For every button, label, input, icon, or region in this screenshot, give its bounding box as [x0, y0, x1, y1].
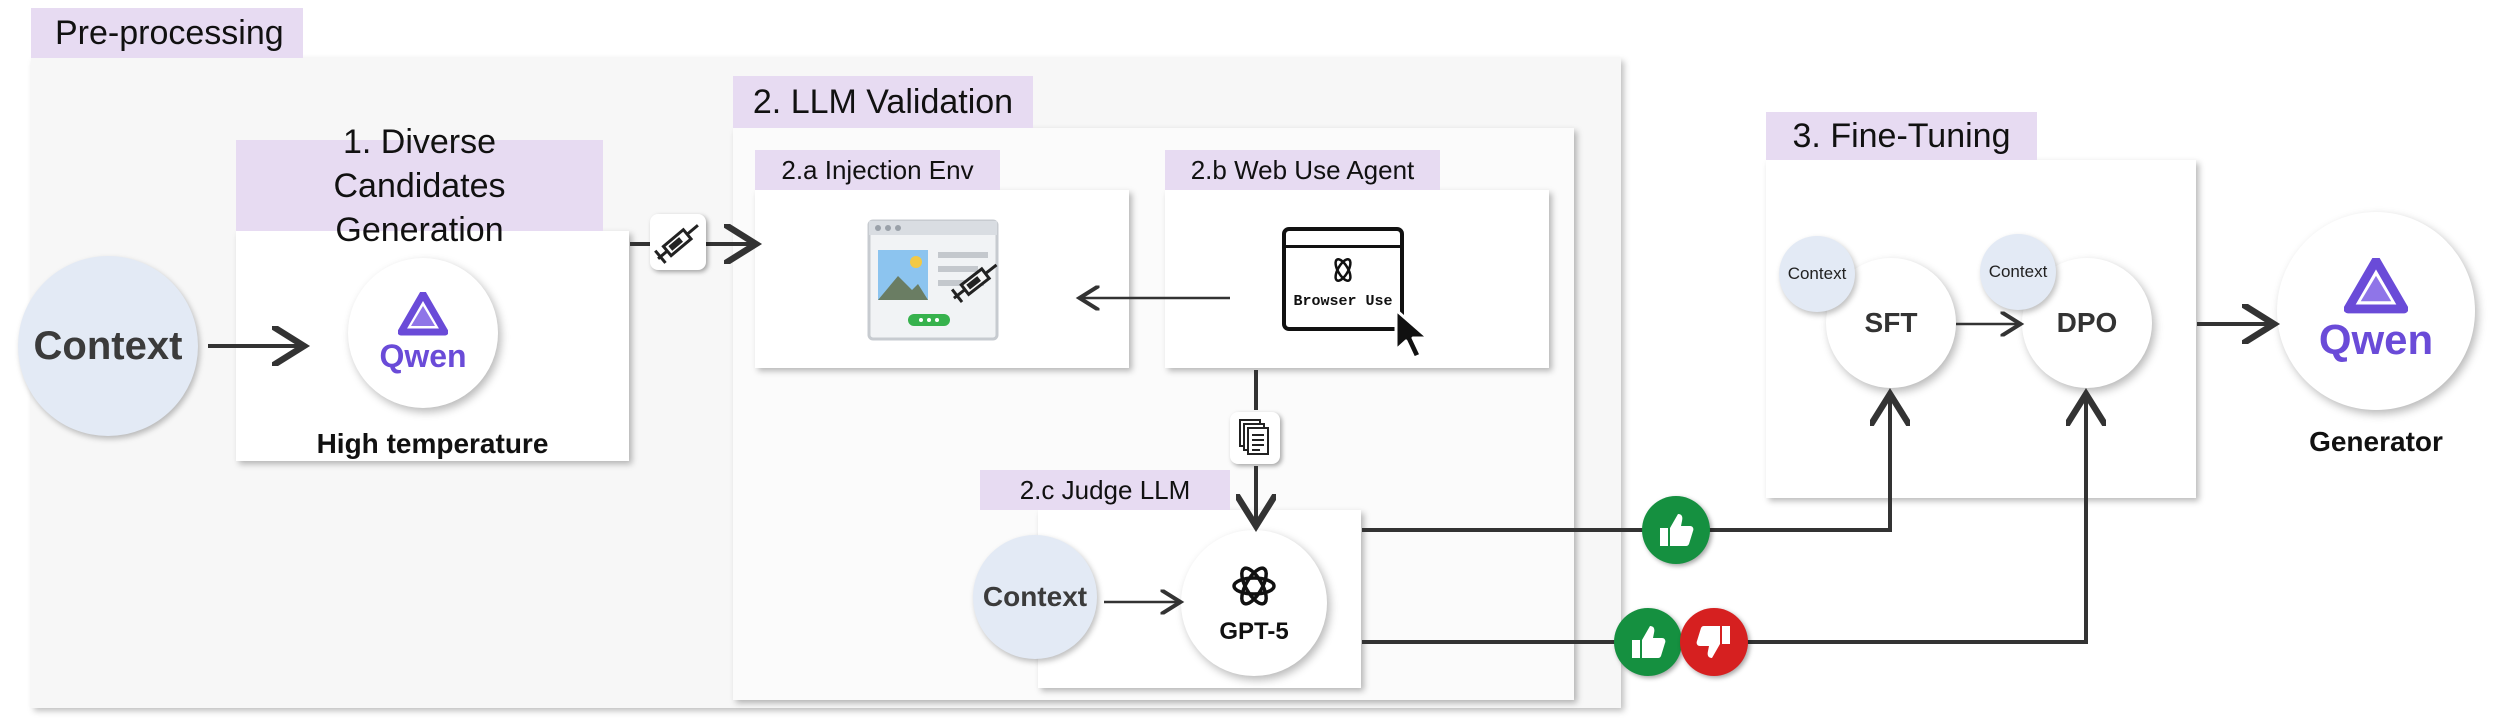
stage3-tag: 3. Fine-Tuning	[1766, 112, 2037, 160]
context-circle-judge: Context	[973, 535, 1097, 659]
arrow-judge-to-sft	[1362, 398, 1890, 532]
syringe-icon	[950, 263, 998, 304]
thumbs-down-icon	[1696, 626, 1730, 658]
browser-window-icon	[867, 219, 999, 341]
injection-env-title: 2.a Injection Env	[781, 154, 974, 185]
sft-label: SFT	[1864, 307, 1918, 338]
generator-circle: Qwen	[2277, 212, 2475, 410]
high-temperature-caption: High temperature	[316, 428, 549, 459]
web-agent-tag: 2.b Web Use Agent	[1165, 150, 1440, 190]
thumbs-up-badge-dpo	[1614, 608, 1682, 676]
gpt5-label: GPT-5	[1219, 618, 1289, 645]
documents-icon	[1239, 419, 1269, 455]
judge-tag: 2.c Judge LLM	[980, 470, 1230, 510]
browser-use-titlebar	[1286, 231, 1400, 248]
context-circle-main: Context	[18, 256, 198, 436]
documents-badge	[1230, 412, 1280, 464]
gpt5-circle: GPT-5	[1181, 530, 1327, 676]
judge-context-label: Context	[982, 581, 1088, 612]
syringe-icon	[654, 224, 699, 264]
dpo-label: DPO	[2056, 307, 2118, 338]
stage2-title: 2. LLM Validation	[752, 82, 1014, 121]
stage1-tag: 1. Diverse Candidates Generation	[236, 123, 603, 249]
preprocessing-tag: Pre-processing	[31, 8, 303, 58]
thumbs-down-badge-dpo	[1680, 608, 1748, 676]
qwen-wordmark: Qwen	[379, 337, 467, 374]
qwen-logo-icon	[398, 291, 448, 335]
sft-context-circle: Context	[1779, 236, 1855, 312]
injection-env-tag: 2.a Injection Env	[755, 150, 1000, 190]
judge-title: 2.c Judge LLM	[1019, 474, 1191, 505]
qwen-logo-icon	[2344, 258, 2408, 314]
generator-qwen-wordmark: Qwen	[2318, 316, 2434, 363]
context-main-label: Context	[33, 323, 183, 368]
preprocessing-title: Pre-processing	[55, 13, 284, 52]
thumbs-up-badge-sft	[1642, 496, 1710, 564]
stage2-tag: 2. LLM Validation	[733, 76, 1033, 128]
dpo-context-label: Context	[1988, 262, 2048, 281]
arrow-judge-to-dpo	[1362, 398, 2086, 644]
browser-use-label: Browser Use	[1293, 293, 1393, 310]
syringe-badge	[650, 214, 706, 270]
sft-context-label: Context	[1787, 264, 1847, 283]
browser-use-logo-icon	[1334, 258, 1352, 282]
openai-logo-icon	[1232, 566, 1276, 606]
dpo-context-circle: Context	[1980, 234, 2056, 310]
stage1-title: 1. Diverse Candidates Generation	[333, 122, 506, 249]
stage3-title: 3. Fine-Tuning	[1792, 116, 2011, 155]
web-agent-title: 2.b Web Use Agent	[1190, 154, 1415, 185]
thumbs-up-icon	[1632, 626, 1666, 658]
qwen-circle: Qwen	[348, 258, 498, 408]
thumbs-up-icon	[1660, 514, 1694, 546]
browser-use-window: Browser Use	[1282, 227, 1404, 331]
mouse-cursor-icon	[1394, 308, 1430, 360]
generator-caption: Generator	[2309, 426, 2443, 457]
